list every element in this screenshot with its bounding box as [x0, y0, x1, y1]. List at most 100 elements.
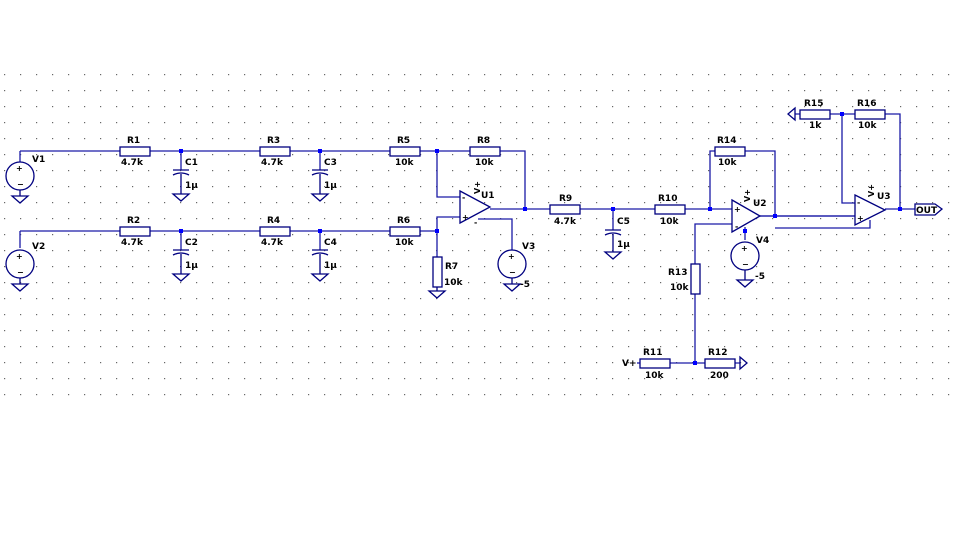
- component-label: R15: [804, 99, 823, 109]
- component-label: 10k: [475, 158, 495, 168]
- component-label: R14: [717, 136, 736, 146]
- component-label: 10k: [395, 238, 415, 248]
- component-label: 1k: [809, 121, 822, 131]
- component-label: R3: [267, 136, 280, 146]
- component-label: 4.7k: [261, 238, 284, 248]
- component-label: +: [462, 213, 469, 222]
- component-label: 10k: [395, 158, 415, 168]
- ground-u3-left: [787, 106, 796, 122]
- component-label: 1µ: [617, 240, 630, 250]
- component-label: 10k: [645, 371, 665, 381]
- component-label: 1µ: [185, 181, 198, 191]
- source-v3[interactable]: + − V3 -5: [497, 242, 535, 292]
- resistor-r13[interactable]: R13 10k: [668, 263, 701, 295]
- component-label: R4: [267, 216, 280, 226]
- component-label: +: [16, 164, 23, 173]
- resistor-r9[interactable]: R9 4.7k: [549, 194, 581, 227]
- resistor-r6[interactable]: R6 10k: [389, 216, 421, 248]
- component-label: 4.7k: [261, 158, 284, 168]
- component-label: C3: [324, 158, 337, 168]
- component-label: R11: [643, 348, 662, 358]
- component-label: R1: [127, 136, 140, 146]
- component-label: 1µ: [185, 261, 198, 271]
- component-label: 10k: [718, 158, 738, 168]
- component-label: +: [741, 244, 748, 253]
- component-label: R13: [668, 268, 687, 278]
- component-label: 10k: [858, 121, 878, 131]
- component-label: U2: [753, 199, 767, 209]
- v3-name: V3: [522, 242, 535, 252]
- component-label: U1: [481, 191, 495, 201]
- resistor-r12[interactable]: R12 200: [704, 348, 736, 381]
- component-label: R16: [857, 99, 876, 109]
- resistor-r4[interactable]: R4 4.7k: [259, 216, 291, 248]
- capacitor-c4[interactable]: C4 1µ: [310, 238, 337, 282]
- component-label: 4.7k: [121, 238, 144, 248]
- v2-name: V2: [32, 242, 45, 252]
- opamp-u2[interactable]: + - V+ U2: [731, 189, 767, 234]
- v1-name: V1: [32, 155, 45, 165]
- resistor-r10[interactable]: R10 10k: [654, 194, 686, 227]
- component-label: R10: [658, 194, 677, 204]
- source-v1[interactable]: + − V1: [5, 155, 45, 204]
- component-label: 200: [710, 371, 729, 381]
- v4-name: V4: [756, 236, 769, 246]
- output-port-out[interactable]: OUT: [914, 203, 944, 216]
- component-label: R8: [477, 136, 490, 146]
- component-label: -: [474, 218, 477, 227]
- component-label: C4: [324, 238, 337, 248]
- component-label: 10k: [670, 283, 690, 293]
- resistor-r15[interactable]: R15 1k: [799, 99, 831, 131]
- component-label: −: [742, 260, 749, 269]
- component-label: 10k: [660, 217, 680, 227]
- component-label: OUT: [916, 206, 938, 216]
- ground-r12-right: [739, 355, 748, 371]
- component-label: R12: [708, 348, 727, 358]
- component-label: 1µ: [324, 181, 337, 191]
- component-label: −: [17, 180, 24, 189]
- component-label: +: [734, 205, 741, 214]
- resistor-r11[interactable]: R11 10k: [639, 348, 671, 381]
- opamp-u3[interactable]: - + V+ U3: [854, 184, 891, 227]
- component-label: R6: [397, 216, 410, 226]
- component-label: U3: [877, 192, 891, 202]
- component-label: C2: [185, 238, 198, 248]
- capacitor-c3[interactable]: C3 1µ: [310, 158, 337, 202]
- resistor-r3[interactable]: R3 4.7k: [259, 136, 291, 168]
- component-label: C5: [617, 217, 630, 227]
- component-label: V+: [867, 184, 876, 197]
- resistor-r5[interactable]: R5 10k: [389, 136, 421, 168]
- resistor-r2[interactable]: R2 4.7k: [119, 216, 151, 248]
- schematic-grid: [0, 68, 958, 406]
- v4-value: -5: [755, 272, 765, 282]
- resistor-r1[interactable]: R1 4.7k: [119, 136, 151, 168]
- component-label: -: [735, 222, 738, 231]
- v3-value: -5: [520, 280, 530, 290]
- net-label-vplus: V+: [622, 359, 637, 369]
- component-label: V+: [622, 359, 637, 369]
- component-label: R9: [559, 194, 572, 204]
- component-label: R2: [127, 216, 140, 226]
- capacitor-c1[interactable]: C1 1µ: [171, 158, 198, 202]
- resistor-r14[interactable]: R14 10k: [714, 136, 746, 168]
- source-v2[interactable]: + − V2: [5, 242, 45, 292]
- component-label: 10k: [444, 278, 464, 288]
- component-label: -: [857, 198, 860, 207]
- component-label: +: [508, 252, 515, 261]
- capacitor-c5[interactable]: C5 1µ: [603, 217, 630, 260]
- component-label: 1µ: [324, 261, 337, 271]
- resistor-r7[interactable]: R7 10k: [427, 256, 464, 299]
- component-label: +: [16, 252, 23, 261]
- component-label: 4.7k: [121, 158, 144, 168]
- component-label: R5: [397, 136, 410, 146]
- source-v4[interactable]: + − V4 -5: [730, 236, 769, 288]
- component-label: 4.7k: [554, 217, 577, 227]
- component-label: V+: [743, 189, 752, 202]
- opamp-u1[interactable]: - + V+ U1 -: [459, 181, 495, 227]
- capacitor-c2[interactable]: C2 1µ: [171, 238, 198, 282]
- resistor-r16[interactable]: R16 10k: [854, 99, 886, 131]
- component-label: −: [17, 268, 24, 277]
- resistor-r8[interactable]: R8 10k: [469, 136, 501, 168]
- component-label: −: [509, 268, 516, 277]
